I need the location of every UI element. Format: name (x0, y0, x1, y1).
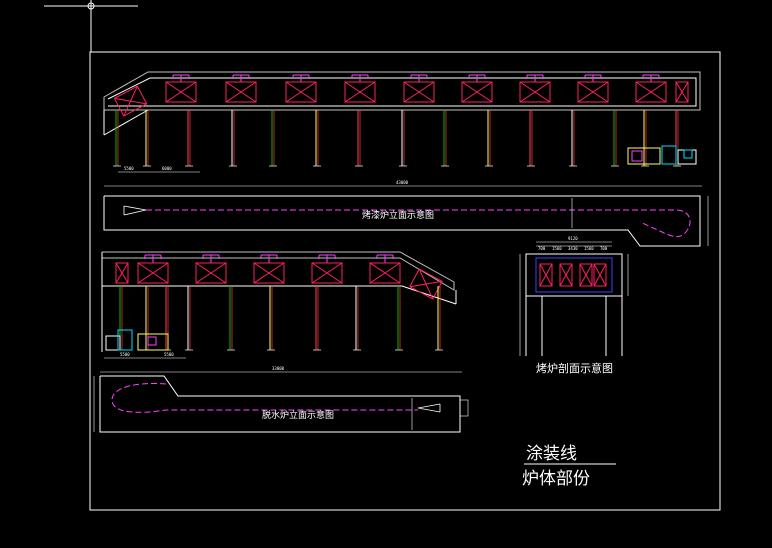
burner-unit-2 (105, 329, 169, 351)
support-column (569, 110, 577, 167)
duct (318, 254, 336, 263)
svg-text:1560: 1560 (584, 246, 594, 251)
support-column (313, 110, 321, 167)
dehydration-elevation: 5500 5500 (101, 251, 457, 359)
svg-text:9120: 9120 (568, 236, 578, 241)
duct (202, 254, 220, 263)
support-column (485, 110, 493, 167)
svg-text:5500: 5500 (164, 352, 174, 357)
heater-box (165, 81, 197, 103)
support-column (395, 286, 403, 351)
support-column (185, 110, 193, 167)
dehydration-plan-view: 33000 脱水炉立面示意图 (93, 366, 469, 433)
support-column (313, 286, 321, 351)
heater-box (461, 81, 493, 103)
burner-unit (627, 145, 697, 165)
support-column (641, 110, 649, 167)
support-column (267, 286, 275, 351)
heater-box-small (115, 262, 129, 284)
duct (468, 74, 486, 82)
support-column (163, 286, 171, 351)
duct (410, 74, 428, 82)
support-column (527, 110, 535, 167)
support-column (143, 286, 151, 351)
support-column (435, 286, 443, 351)
svg-text:6000: 6000 (162, 166, 172, 171)
support-column (229, 110, 237, 167)
support-column (441, 110, 449, 167)
heater-box (253, 262, 285, 284)
svg-text:5500: 5500 (124, 166, 134, 171)
duct (144, 254, 162, 263)
svg-text:33000: 33000 (272, 366, 285, 371)
title-line-2: 炉体部份 (522, 469, 590, 489)
heater-box (344, 81, 376, 103)
oven-plan-title: 烤漆炉立面示意图 (362, 209, 434, 221)
duct (376, 254, 394, 263)
section-heater (539, 263, 553, 287)
section-heater (593, 263, 607, 287)
svg-text:3430: 3430 (568, 246, 578, 251)
heater-box (137, 262, 169, 284)
oven-section-view: 9120 700 1560 3430 1560 700 烤炉剖面示意图 (519, 236, 629, 375)
support-column (143, 110, 151, 167)
heater-box (225, 81, 257, 103)
oven-plan-view: 43000 烤漆炉立面示意图 (103, 180, 709, 247)
support-column (399, 110, 407, 167)
duct (292, 74, 310, 82)
duct (642, 74, 660, 82)
duct (526, 74, 544, 82)
duct (584, 74, 602, 82)
svg-text:5500: 5500 (120, 352, 130, 357)
support-column (113, 110, 121, 167)
support-column (355, 110, 363, 167)
section-heater (579, 263, 593, 287)
support-column (269, 110, 277, 167)
duct (351, 74, 369, 82)
section-heater (559, 263, 573, 287)
duct (172, 74, 190, 82)
duct (260, 254, 278, 263)
heater-box (285, 81, 317, 103)
heater-box (635, 81, 667, 103)
svg-text:700: 700 (600, 246, 608, 251)
heater-box (519, 81, 551, 103)
sheet-border (89, 51, 721, 511)
heater-box-small (675, 81, 689, 103)
dehydration-plan-title: 脱水炉立面示意图 (262, 409, 334, 421)
heater-box (403, 81, 435, 103)
svg-text:1560: 1560 (552, 246, 562, 251)
duct (232, 74, 250, 82)
support-column (227, 286, 235, 351)
svg-text:43000: 43000 (396, 180, 409, 185)
support-column (611, 110, 619, 167)
ucs-cursor-icon (44, 0, 138, 52)
title-line-1: 涂装线 (526, 444, 577, 464)
oven-section-title: 烤炉剖面示意图 (536, 361, 613, 375)
heater-box (195, 262, 227, 284)
support-column (185, 286, 193, 351)
heater-box (577, 81, 609, 103)
support-column (353, 286, 361, 351)
heater-box (311, 262, 343, 284)
svg-text:700: 700 (538, 246, 546, 251)
support-column (673, 110, 681, 167)
oven-elevation: 5500 6000 (103, 71, 701, 173)
heater-box (369, 262, 401, 284)
title-block: 涂装线 炉体部份 (522, 444, 616, 489)
